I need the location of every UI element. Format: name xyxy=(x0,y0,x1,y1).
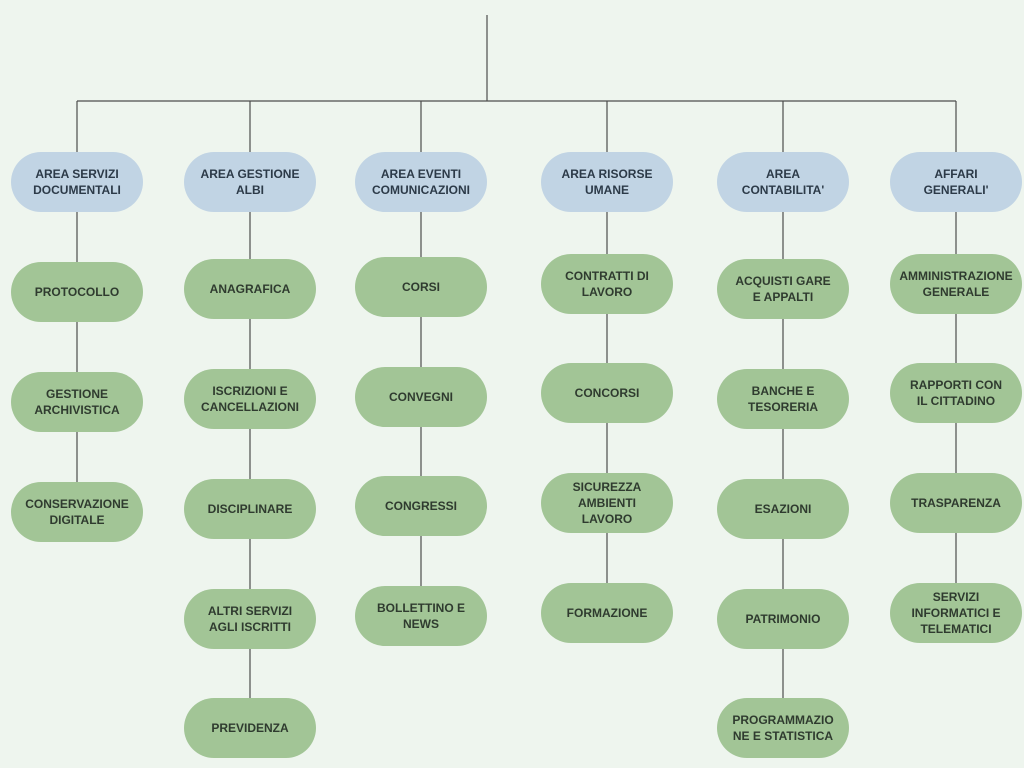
service-node: ANAGRAFICA xyxy=(184,259,316,319)
service-node: FORMAZIONE xyxy=(541,583,673,643)
service-node: RAPPORTI CON IL CITTADINO xyxy=(890,363,1022,423)
service-node: PROGRAMMAZIO NE E STATISTICA xyxy=(717,698,849,758)
area-header-4: AREA RISORSE UMANE xyxy=(541,152,673,212)
service-node: CONCORSI xyxy=(541,363,673,423)
service-node: ESAZIONI xyxy=(717,479,849,539)
area-header-6: AFFARI GENERALI' xyxy=(890,152,1022,212)
service-node: CORSI xyxy=(355,257,487,317)
service-node: CONTRATTI DI LAVORO xyxy=(541,254,673,314)
service-node: CONSERVAZIONE DIGITALE xyxy=(11,482,143,542)
service-node: PREVIDENZA xyxy=(184,698,316,758)
area-header-1: AREA SERVIZI DOCUMENTALI xyxy=(11,152,143,212)
service-node: GESTIONE ARCHIVISTICA xyxy=(11,372,143,432)
area-header-2: AREA GESTIONE ALBI xyxy=(184,152,316,212)
service-node: ACQUISTI GARE E APPALTI xyxy=(717,259,849,319)
service-node: PATRIMONIO xyxy=(717,589,849,649)
service-node: SICUREZZA AMBIENTI LAVORO xyxy=(541,473,673,533)
service-node: DISCIPLINARE xyxy=(184,479,316,539)
service-node: AMMINISTRAZIONE GENERALE xyxy=(890,254,1022,314)
service-node: ISCRIZIONI E CANCELLAZIONI xyxy=(184,369,316,429)
service-node: TRASPARENZA xyxy=(890,473,1022,533)
service-node: PROTOCOLLO xyxy=(11,262,143,322)
service-node: ALTRI SERVIZI AGLI ISCRITTI xyxy=(184,589,316,649)
area-header-5: AREA CONTABILITA' xyxy=(717,152,849,212)
service-node: BOLLETTINO E NEWS xyxy=(355,586,487,646)
area-header-3: AREA EVENTI COMUNICAZIONI xyxy=(355,152,487,212)
service-node: BANCHE E TESORERIA xyxy=(717,369,849,429)
service-node: CONVEGNI xyxy=(355,367,487,427)
service-node: CONGRESSI xyxy=(355,476,487,536)
service-node: SERVIZI INFORMATICI E TELEMATICI xyxy=(890,583,1022,643)
